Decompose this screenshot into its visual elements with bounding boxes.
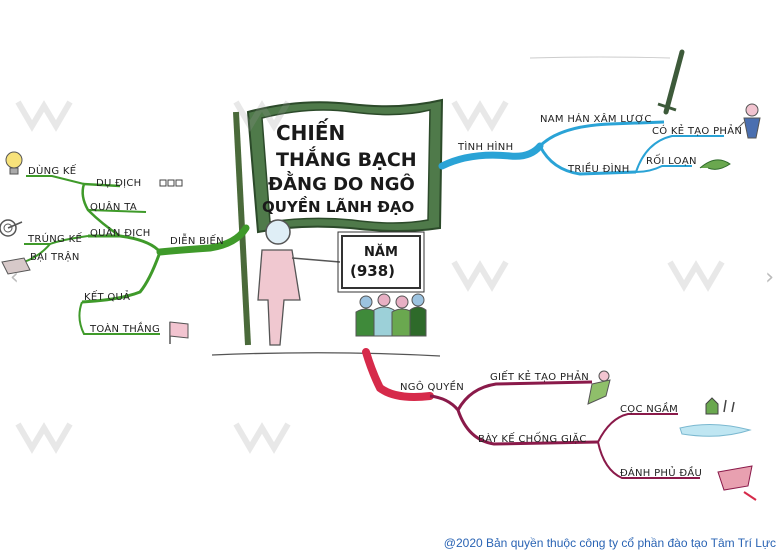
rebel-figure-icon <box>735 103 761 139</box>
watermark-logo <box>450 96 510 136</box>
chaos-swirl-icon <box>699 159 731 170</box>
giet-ke-label: GIẾT KẺ TẠO PHẢN <box>490 369 589 383</box>
year-label: NĂM <box>364 244 398 260</box>
branch-tinh-hinh: TÌNH HÌNH NAM HÁN XÂM LƯỢC TRIỀU ĐÌNH CÓ… <box>438 49 761 176</box>
watermark-logo <box>232 418 292 458</box>
central-title-line-1: CHIẾN <box>276 119 345 145</box>
watermark-logo <box>232 96 292 136</box>
prev-arrow-icon[interactable]: ‹ <box>10 265 19 290</box>
quan-ta-label: QUÂN TA <box>90 200 137 213</box>
copyright-footer: @2020 Bản quyền thuộc công ty cổ phần đà… <box>443 536 776 550</box>
river-stakes-icon <box>679 397 752 437</box>
trieu-dinh-label: TRIỀU ĐÌNH <box>567 161 630 175</box>
dien-bien-label: DIỄN BIẾN <box>170 232 224 247</box>
lightbulb-icon <box>5 151 23 175</box>
central-title-line-3: ĐẰNG DO NGÔ <box>268 171 415 195</box>
bai-tran-label: BẠI TRẬN <box>30 250 80 263</box>
fallen-traitor-icon <box>587 370 611 405</box>
toan-thang-label: TOÀN THẮNG <box>89 321 160 335</box>
crowd-figures <box>355 293 427 337</box>
year-sign: NĂM (938) <box>337 231 425 293</box>
target-icon <box>0 219 23 237</box>
ground-line <box>211 352 441 357</box>
year-value: (938) <box>350 262 395 280</box>
central-title-line-4: QUYỀN LÃNH ĐẠO <box>262 195 414 216</box>
coc-ngam-label: CỌC NGẦM <box>620 401 678 415</box>
ket-qua-label: KẾT QUẢ <box>84 289 130 303</box>
victory-flag-icon <box>169 321 189 344</box>
person-figure <box>257 219 341 346</box>
nam-han-label: NAM HÁN XÂM LƯỢC <box>540 112 652 125</box>
fallen-soldier-icon <box>1 257 31 275</box>
watermark-logo <box>14 418 74 458</box>
danh-phu-dau-label: ĐÁNH PHỦ ĐẦU <box>620 465 702 479</box>
ship-icon <box>717 465 757 501</box>
flag-panel <box>261 109 431 224</box>
dung-ke-label: DÙNG KẾ <box>28 163 77 177</box>
central-banner: CHIẾN THẮNG BẠCH ĐẰNG DO NGÔ QUYỀN LÃNH … <box>233 98 444 346</box>
co-ke-tao-phan-label: CÓ KẺ TẠO PHẢN <box>652 123 742 137</box>
faint-line <box>529 56 671 59</box>
bay-ke-label: BÀY KẾ CHỐNG GIẶC <box>478 431 587 445</box>
central-title-line-2: THẮNG BẠCH <box>276 145 417 171</box>
branch-dien-bien: DIỄN BIẾN DÙNG KẾ DỤ ĐỊCH QUÂN TA TRÚNG … <box>0 151 250 344</box>
quan-dich-label: QUÂN ĐỊCH <box>90 226 151 239</box>
ammo-icon <box>159 179 183 187</box>
trung-ke-label: TRÚNG KẾ <box>27 231 82 245</box>
watermark-logo <box>14 96 74 136</box>
branch-ngo-quyen: NGÔ QUYỀN GIẾT KẺ TẠO PHẢN BÀY KẾ CHỐNG … <box>362 348 757 501</box>
ngo-quyen-label: NGÔ QUYỀN <box>400 379 464 393</box>
next-arrow-icon[interactable]: › <box>765 265 774 290</box>
tinh-hinh-label: TÌNH HÌNH <box>457 140 513 153</box>
watermark-logo <box>450 256 510 296</box>
watermark-logo <box>666 256 726 296</box>
roi-loan-label: RỐI LOẠN <box>646 153 697 167</box>
sword-icon <box>657 49 685 115</box>
du-dich-label: DỤ ĐỊCH <box>96 178 142 189</box>
